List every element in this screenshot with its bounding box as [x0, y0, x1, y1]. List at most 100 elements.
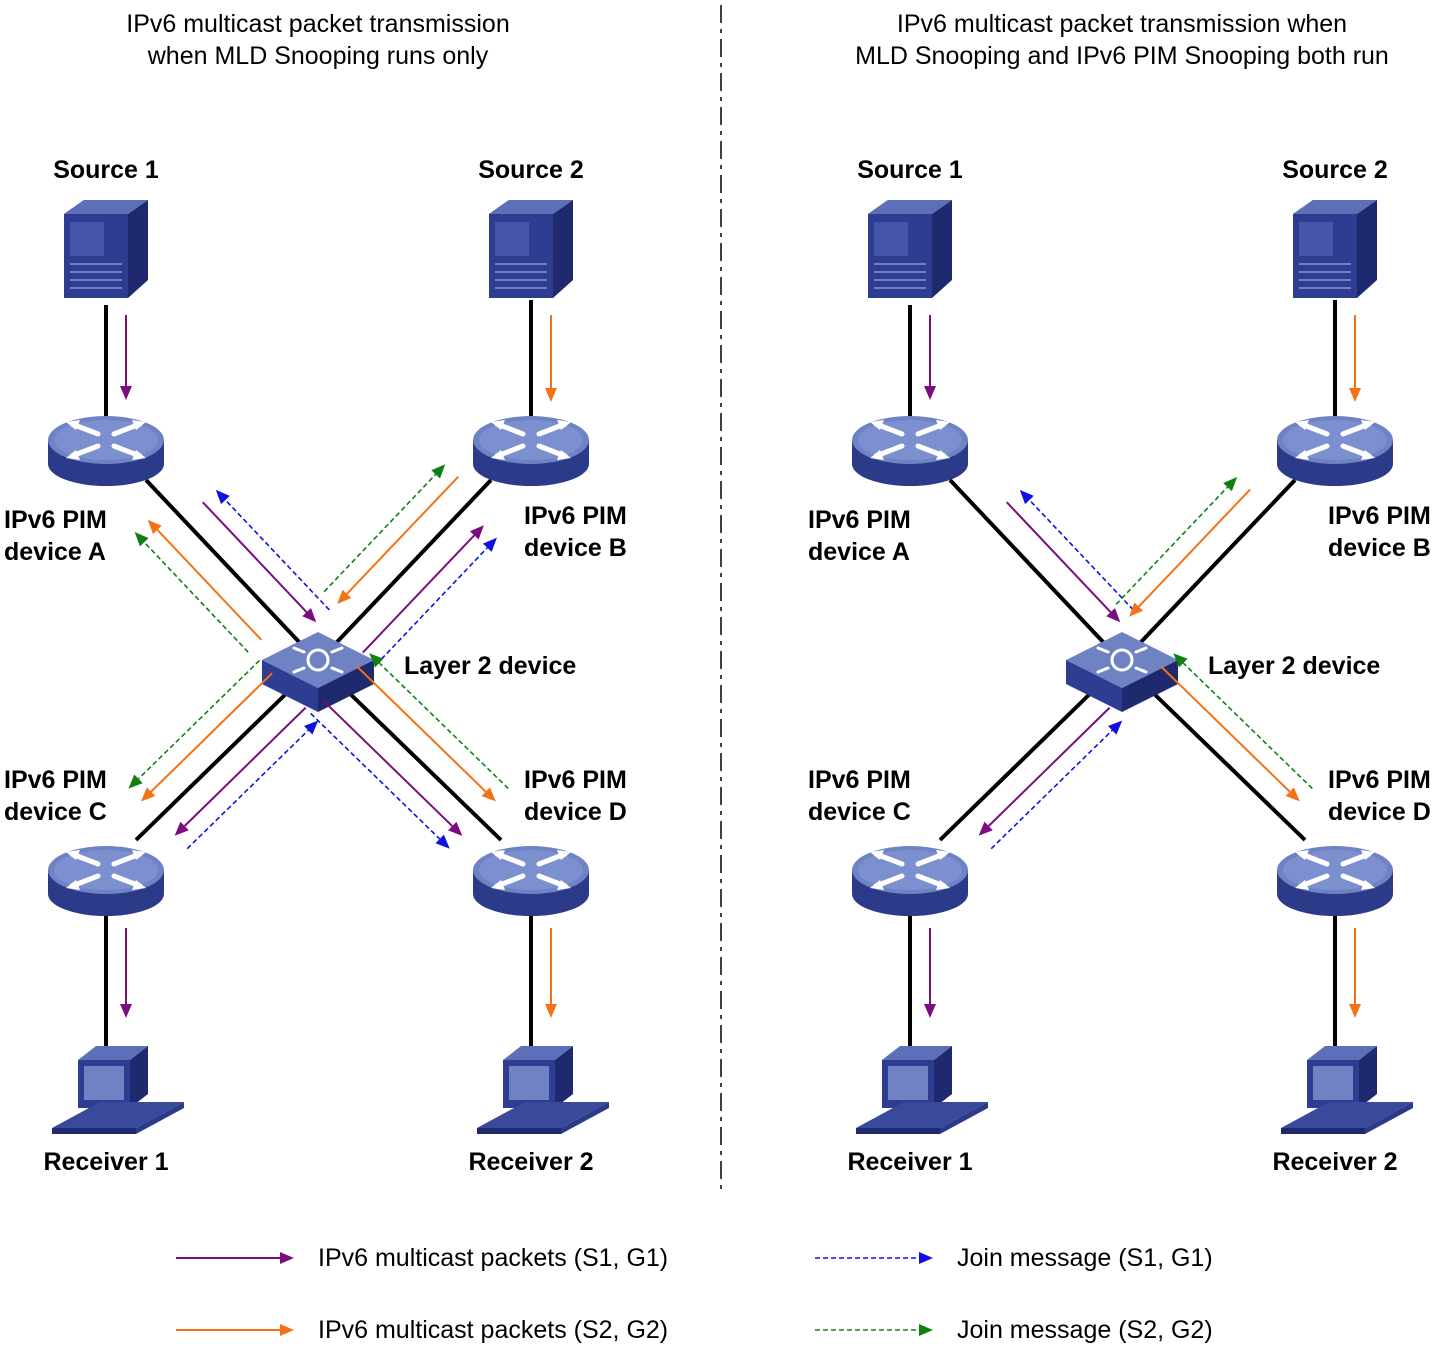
flow-arrows	[924, 315, 1361, 1018]
deviceD-label-line-1: IPv6 PIM	[524, 766, 627, 794]
deviceA-label-line-1: IPv6 PIM	[4, 506, 107, 534]
arrow-join-s1-switch-to-B	[375, 537, 497, 666]
deviceA-label-line-1: IPv6 PIM	[808, 506, 911, 534]
deviceB-label-line-1: IPv6 PIM	[1328, 502, 1431, 530]
arrow-s1-packets-receiver1	[120, 928, 132, 1018]
arrow-join-s2-switch-to-A	[134, 532, 249, 653]
arrow-s2-switch-to-A	[147, 519, 262, 641]
legend-line-2	[815, 1252, 933, 1264]
receiver1-pc-icon	[856, 1046, 988, 1134]
deviceC-router-icon	[48, 846, 164, 916]
arrow-s2-packets-receiver2	[545, 928, 557, 1018]
flow-arrows	[120, 315, 557, 1018]
panel-mld-and-pim: IPv6 multicast packet transmission whenM…	[808, 10, 1431, 1176]
source1-label: Source 1	[857, 156, 963, 184]
arrow-s1-switch-to-B	[362, 525, 484, 654]
arrow-s1-A-to-switch	[1006, 501, 1121, 623]
legend-line-3	[176, 1324, 294, 1336]
source1-label: Source 1	[53, 156, 159, 184]
deviceA-router-icon	[48, 416, 164, 486]
arrow-s2-B-to-switch	[1129, 488, 1251, 617]
arrow-join-s1-switch-to-D	[310, 712, 450, 849]
source2-server-icon	[1292, 199, 1378, 299]
legend-line-1	[176, 1252, 294, 1264]
legend-label-4: Join message (S2, G2)	[957, 1316, 1213, 1344]
arrow-join-s1-C-to-switch	[990, 720, 1123, 850]
deviceC-label-line-1: IPv6 PIM	[4, 766, 107, 794]
deviceB-router-icon	[1277, 416, 1393, 486]
panel-title-line-1: IPv6 multicast packet transmission when	[897, 10, 1347, 38]
legend: IPv6 multicast packets (S1, G1)Join mess…	[176, 1244, 1213, 1344]
source1-server-icon	[63, 199, 149, 299]
deviceB-label-line-2: device B	[1328, 534, 1431, 562]
deviceC-router-icon	[852, 846, 968, 916]
legend-line-4	[815, 1324, 933, 1336]
deviceD-router-icon	[1277, 846, 1393, 916]
arrow-s2-switch-to-D	[355, 665, 496, 802]
arrow-s2-packets-receiver2	[1349, 928, 1361, 1018]
arrow-join-s2-switch-to-C	[128, 659, 261, 789]
deviceC-label-line-2: device C	[808, 798, 911, 826]
deviceB-router-icon	[473, 416, 589, 486]
legend-label-2: Join message (S1, G1)	[957, 1244, 1213, 1272]
deviceC-label-line-2: device C	[4, 798, 107, 826]
deviceD-router-icon	[473, 846, 589, 916]
arrow-join-s2-switch-to-B	[1115, 476, 1238, 605]
link-deviceD-switch	[340, 684, 503, 842]
deviceA-router-icon	[852, 416, 968, 486]
panel-title-line-1: IPv6 multicast packet transmission	[126, 10, 509, 38]
deviceD-label-line-2: device D	[524, 798, 627, 826]
source1-server-icon	[867, 199, 953, 299]
link-deviceB-switch	[316, 478, 493, 664]
arrow-join-s2-D-to-switch	[1173, 653, 1313, 790]
arrow-join-s1-switch-to-A	[215, 489, 330, 611]
arrow-join-s1-switch-to-A	[1019, 489, 1134, 611]
panel-title-line-2: MLD Snooping and IPv6 PIM Snooping both …	[855, 42, 1389, 70]
links	[908, 300, 1337, 1050]
source2-server-icon	[488, 199, 574, 299]
receiver1-pc-icon	[52, 1046, 184, 1134]
link-deviceA-switch	[144, 478, 320, 664]
arrow-s2-switch-to-C	[141, 672, 273, 802]
arrow-s1-switch-to-C	[174, 706, 307, 836]
legend-label-3: IPv6 multicast packets (S2, G2)	[318, 1316, 668, 1344]
arrow-s2-packets-source2	[1349, 315, 1361, 402]
panel-mld-only: IPv6 multicast packet transmission when M…	[4, 10, 627, 1176]
arrow-s1-switch-to-D	[322, 699, 463, 836]
arrow-s1-packets-source1	[924, 315, 936, 400]
link-deviceB-switch	[1120, 478, 1297, 664]
arrow-join-s2-D-to-switch	[369, 653, 509, 790]
arrow-s2-B-to-switch	[337, 475, 460, 605]
arrow-s1-packets-receiver1	[924, 928, 936, 1018]
arrow-s2-packets-source2	[545, 315, 557, 402]
arrow-join-s2-switch-to-B	[323, 464, 446, 593]
arrow-s1-switch-to-C	[978, 706, 1111, 836]
links	[104, 300, 533, 1050]
arrow-s1-A-to-switch	[202, 501, 317, 623]
layer2-device-label: Layer 2 device	[1208, 652, 1380, 680]
receiver2-pc-icon	[1281, 1046, 1413, 1134]
panel-title-line-2: when MLD Snooping runs only	[147, 42, 489, 70]
deviceA-label-line-2: device A	[4, 538, 106, 566]
link-deviceA-switch	[948, 478, 1124, 664]
deviceB-label-line-1: IPv6 PIM	[524, 502, 627, 530]
deviceA-label-line-2: device A	[808, 538, 910, 566]
arrow-join-s1-C-to-switch	[186, 720, 319, 850]
deviceB-label-line-2: device B	[524, 534, 627, 562]
layer2-device-label: Layer 2 device	[404, 652, 576, 680]
arrow-s1-packets-source1	[120, 315, 132, 400]
receiver1-label: Receiver 1	[43, 1148, 168, 1176]
receiver1-label: Receiver 1	[847, 1148, 972, 1176]
receiver2-pc-icon	[477, 1046, 609, 1134]
source2-label: Source 2	[1282, 156, 1388, 184]
deviceD-label-line-2: device D	[1328, 798, 1431, 826]
arrow-s2-switch-to-D	[1159, 665, 1300, 802]
receiver2-label: Receiver 2	[468, 1148, 593, 1176]
receiver2-label: Receiver 2	[1272, 1148, 1397, 1176]
link-deviceC-switch	[938, 684, 1100, 842]
link-deviceD-switch	[1144, 684, 1307, 842]
deviceD-label-line-1: IPv6 PIM	[1328, 766, 1431, 794]
source2-label: Source 2	[478, 156, 584, 184]
link-deviceC-switch	[134, 684, 296, 842]
deviceC-label-line-1: IPv6 PIM	[808, 766, 911, 794]
